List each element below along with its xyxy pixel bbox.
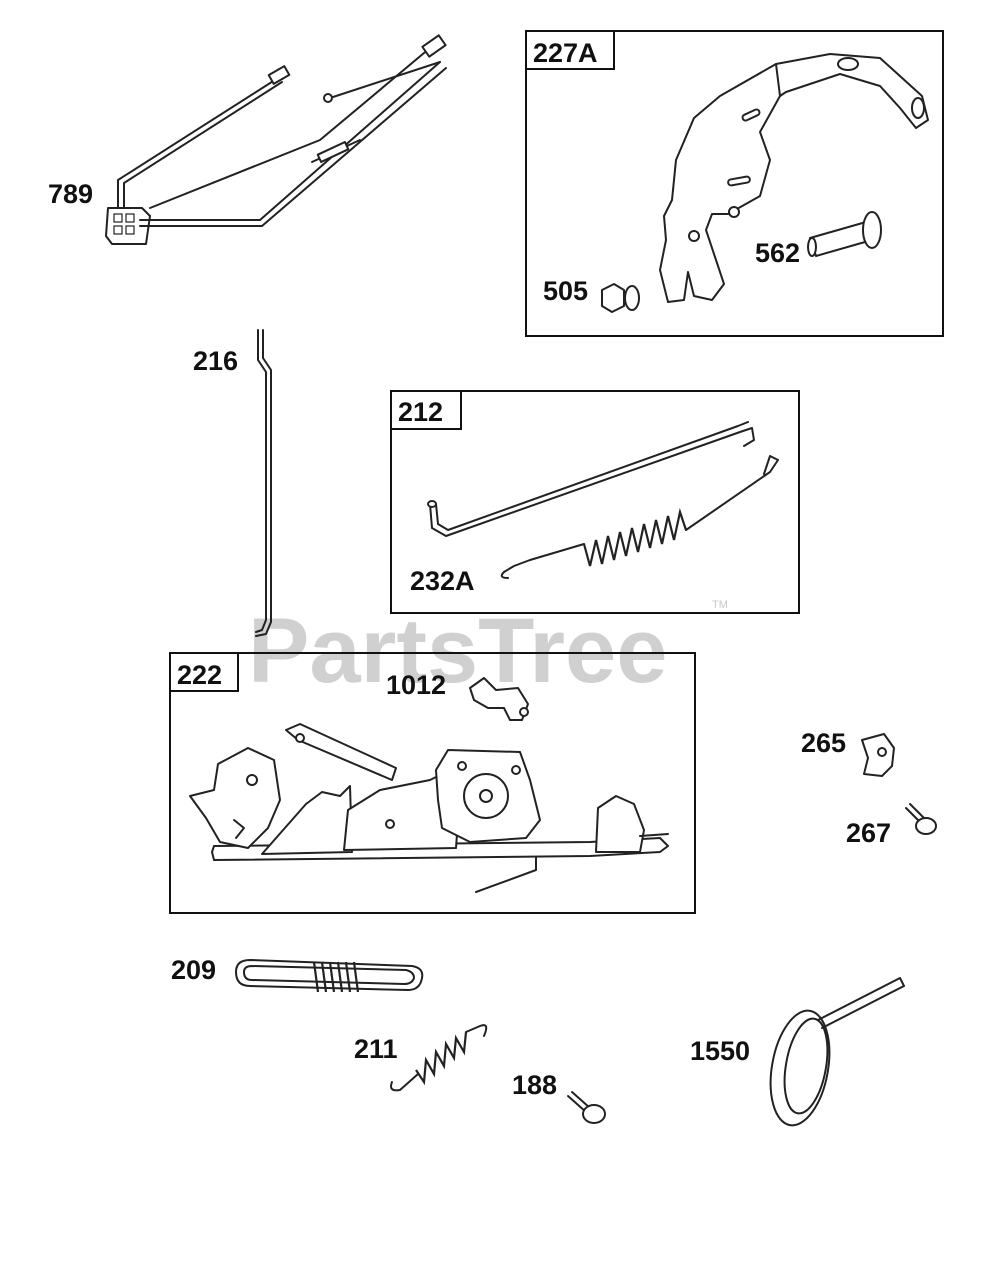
watermark-trademark: TM [712, 599, 728, 611]
part-209-spring[interactable] [235, 959, 424, 993]
watermark: PartsTree [248, 600, 667, 702]
box-212-tab [390, 390, 462, 430]
part-232A-spring[interactable] [500, 455, 779, 579]
label-505: 505 [543, 276, 588, 306]
label-232A: 232A [410, 566, 475, 596]
label-265: 265 [801, 728, 846, 758]
part-227A-bracket[interactable] [659, 53, 929, 303]
box-227A-tab [525, 30, 615, 70]
label-211: 211 [354, 1034, 398, 1064]
box-222 [169, 652, 696, 914]
part-216-rod[interactable] [255, 329, 272, 637]
part-265-clip[interactable] [861, 733, 895, 777]
label-188: 188 [512, 1070, 557, 1100]
part-222-governor-assembly[interactable] [189, 723, 669, 893]
label-216: 216 [193, 346, 238, 376]
part-188-screw[interactable] [567, 1091, 606, 1124]
label-789: 789 [48, 179, 93, 209]
label-1550: 1550 [690, 1036, 750, 1066]
box-227A-label: 227A [533, 38, 598, 68]
label-267: 267 [846, 818, 891, 848]
box-222-label: 222 [177, 660, 222, 690]
part-789-wire-harness[interactable] [105, 34, 447, 245]
part-562-bolt[interactable] [807, 211, 882, 257]
box-227A [525, 30, 944, 337]
part-212-lever[interactable] [427, 421, 755, 537]
label-1012: 1012 [386, 670, 446, 700]
part-211-spring[interactable] [390, 1024, 488, 1092]
part-505-nut[interactable] [601, 283, 640, 313]
part-1012-clip[interactable] [469, 677, 529, 721]
part-267-screw[interactable] [905, 803, 937, 835]
part-1550-torsion-spring[interactable] [762, 977, 905, 1130]
box-212 [390, 390, 800, 614]
label-562: 562 [755, 238, 800, 268]
box-212-label: 212 [398, 397, 443, 427]
box-222-tab [169, 652, 239, 692]
label-209: 209 [171, 955, 216, 985]
